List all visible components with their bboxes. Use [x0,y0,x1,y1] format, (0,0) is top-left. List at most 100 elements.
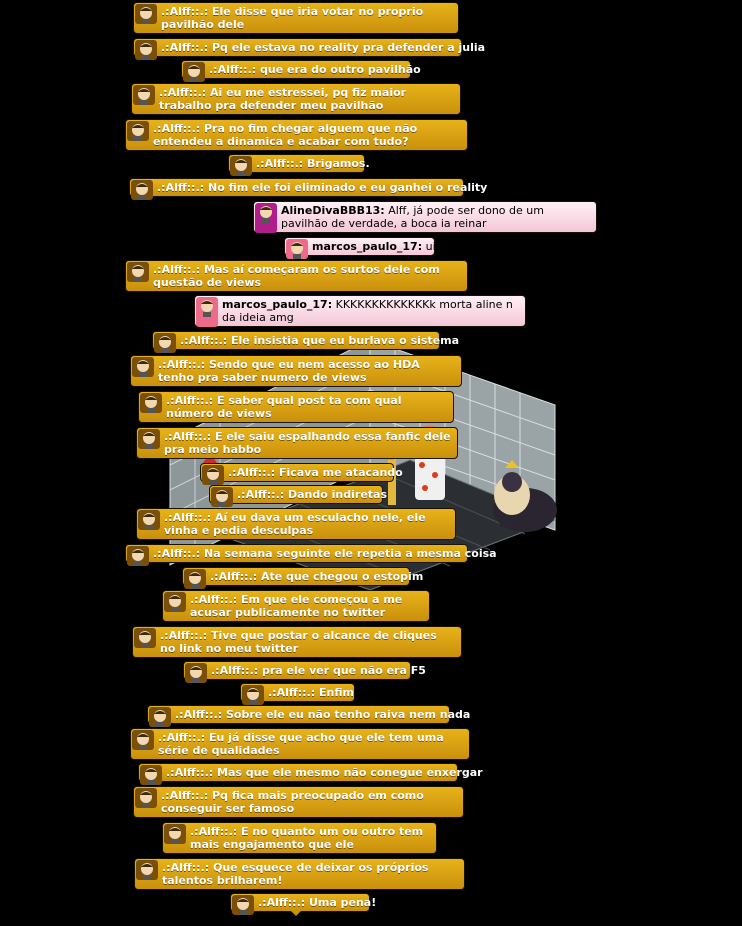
chat-message: Ate que chegou o estopim [261,570,424,583]
user-avatar-icon [133,85,155,105]
chat-username: .:Alff::.: [153,122,201,135]
chat-username: .:Alff::.: [190,593,238,606]
chat-bubble[interactable]: .:Alff::.: Pra no fim chegar alguem que … [125,119,468,151]
user-avatar-icon [135,4,157,24]
chat-message: Tive que postar o alcance de cliques no … [160,629,437,655]
chat-username: .:Alff::.: [159,86,207,99]
chat-username: .:Alff::.: [268,686,316,699]
bubble-tail [291,911,301,916]
chat-username: .:Alff::.: [153,263,201,276]
user-avatar-icon [255,203,277,233]
chat-bubble[interactable]: .:Alff::.: Mas aí começaram os surtos de… [125,260,468,292]
chat-message: E ele saiu espalhando essa fanfic dele p… [164,430,451,456]
chat-username: .:Alff::.: [160,629,208,642]
chat-bubble[interactable]: .:Alff::.: que era do outro pavilhão [181,60,421,82]
chat-message: Ficava me atacando [279,466,403,479]
chat-bubble[interactable]: AlineDivaBBB13: Alff, já pode ser dono d… [253,201,597,233]
chat-username: .:Alff::.: [190,825,238,838]
user-avatar-icon [230,156,252,176]
user-avatar-icon [184,569,206,589]
user-avatar-icon [286,239,308,259]
chat-bubble[interactable]: .:Alff::.: Ficava me atacando [200,463,403,485]
chat-message: pra ele ver que não era F5 [262,664,426,677]
user-avatar-icon [134,628,156,648]
chat-username: marcos_paulo_17: [222,298,333,311]
chat-message: Ai eu me estressei, pq fiz maior trabalh… [159,86,407,112]
chat-bubble[interactable]: .:Alff::.: E no quanto um ou outro tem m… [162,822,437,854]
chat-bubble[interactable]: marcos_paulo_17: ui [284,237,436,259]
user-avatar-icon [232,895,254,915]
chat-username: .:Alff::.: [161,41,209,54]
chat-message: No fim ele foi eliminado e eu ganhei o r… [208,181,488,194]
chat-message: Em que ele começou a me acusar publicame… [190,593,403,619]
user-avatar-icon [196,297,218,327]
user-avatar-icon [132,730,154,750]
user-avatar-icon [127,121,149,141]
chat-bubble[interactable]: .:Alff::.: No fim ele foi eliminado e eu… [129,178,487,200]
user-avatar-icon [127,546,149,566]
chat-username: .:Alff::.: [256,157,304,170]
chat-message: Pra no fim chegar alguem que não entende… [153,122,418,148]
chat-message: Mas que ele mesmo não conegue enxergar [217,766,483,779]
chat-message: Dando indiretas [288,488,388,501]
chat-username: .:Alff::.: [166,394,214,407]
chat-message: Alff, já pode ser dono de um pavilhão de… [281,204,544,230]
chat-message: que era do outro pavilhão [260,63,421,76]
chat-bubble[interactable]: .:Alff::.: E saber qual post ta com qual… [138,391,454,423]
chat-bubble[interactable]: .:Alff::.: Enfim [240,683,355,705]
chat-username: .:Alff::.: [237,488,285,501]
user-avatar-icon [185,663,207,683]
chat-message: Que esquece de deixar os próprios talent… [162,861,429,887]
user-avatar-icon [135,40,157,60]
chat-message: Aí eu dava um esculacho nele, ele vinha … [164,511,426,537]
chat-bubble[interactable]: .:Alff::.: Que esquece de deixar os próp… [134,858,465,890]
user-avatar-icon [138,429,160,449]
chat-bubble[interactable]: .:Alff::.: Eu já disse que acho que ele … [130,728,470,760]
user-avatar-icon [136,860,158,880]
chat-message: Mas aí começaram os surtos dele com ques… [153,263,440,289]
chat-username: .:Alff::.: [228,466,276,479]
chat-bubble[interactable]: .:Alff::.: Tive que postar o alcance de … [132,626,462,658]
chat-bubble[interactable]: .:Alff::.: Em que ele começou a me acusa… [162,590,430,622]
chat-username: .:Alff::.: [210,570,258,583]
chat-bubble[interactable]: .:Alff::.: Ele insistia que eu burlava o… [152,331,459,353]
chat-bubble[interactable]: marcos_paulo_17: KKKKKKKKKKKKKk morta al… [194,295,526,327]
chat-bubble[interactable]: .:Alff::.: Sobre ele eu não tenho raiva … [147,705,470,727]
chat-message: Ele insistia que eu burlava o sistema [231,334,460,347]
chat-bubble[interactable]: .:Alff::.: pra ele ver que não era F5 [183,661,426,683]
chat-bubble[interactable]: .:Alff::.: Sendo que eu nem acesso ao HD… [130,355,462,387]
user-avatar-icon [127,262,149,282]
chat-bubble[interactable]: .:Alff::.: Pq fica mais preocupado em co… [133,786,464,818]
user-avatar-icon [131,180,153,200]
chat-bubble[interactable]: .:Alff::.: E ele saiu espalhando essa fa… [136,427,458,459]
chat-username: .:Alff::.: [258,896,306,909]
chat-message: Sendo que eu nem acesso ao HDA tenho pra… [158,358,420,384]
chat-username: .:Alff::.: [161,789,209,802]
chat-message: Uma pena! [309,896,377,909]
user-avatar-icon [140,393,162,413]
chat-bubble[interactable]: .:Alff::.: Ele disse que iria votar no p… [133,2,459,34]
user-avatar-icon [135,788,157,808]
chat-message: Pq ele estava no reality pra defender a … [212,41,486,54]
chat-username: .:Alff::.: [158,731,206,744]
chat-bubble[interactable]: .:Alff::.: Brigamos. [228,154,370,176]
chat-bubble[interactable]: .:Alff::.: Ai eu me estressei, pq fiz ma… [131,83,461,115]
chat-username: .:Alff::.: [162,861,210,874]
chat-bubble[interactable]: .:Alff::.: Aí eu dava um esculacho nele,… [136,508,456,540]
chat-bubble[interactable]: .:Alff::.: Mas que ele mesmo não conegue… [138,763,483,785]
chat-message: KKKKKKKKKKKKKk morta aline n da ideia am… [222,298,513,324]
chat-bubble[interactable]: .:Alff::.: Dando indiretas [209,485,387,507]
chat-bubble[interactable]: .:Alff::.: Na semana seguinte ele repeti… [125,544,497,566]
user-avatar-icon [164,592,186,612]
user-avatar-icon [202,465,224,485]
chat-username: .:Alff::.: [158,358,206,371]
user-avatar-icon [183,62,205,82]
chat-message: Sobre ele eu não tenho raiva nem nada [226,708,471,721]
chat-username: .:Alff::.: [157,181,205,194]
chat-bubble[interactable]: .:Alff::.: Pq ele estava no reality pra … [133,38,485,60]
chat-bubble[interactable]: .:Alff::.: Ate que chegou o estopim [182,567,423,589]
chat-username: .:Alff::.: [211,664,259,677]
chat-username: .:Alff::.: [161,5,209,18]
chat-message: E saber qual post ta com qual número de … [166,394,402,420]
chat-bubble[interactable]: .:Alff::.: Uma pena! [230,893,376,916]
